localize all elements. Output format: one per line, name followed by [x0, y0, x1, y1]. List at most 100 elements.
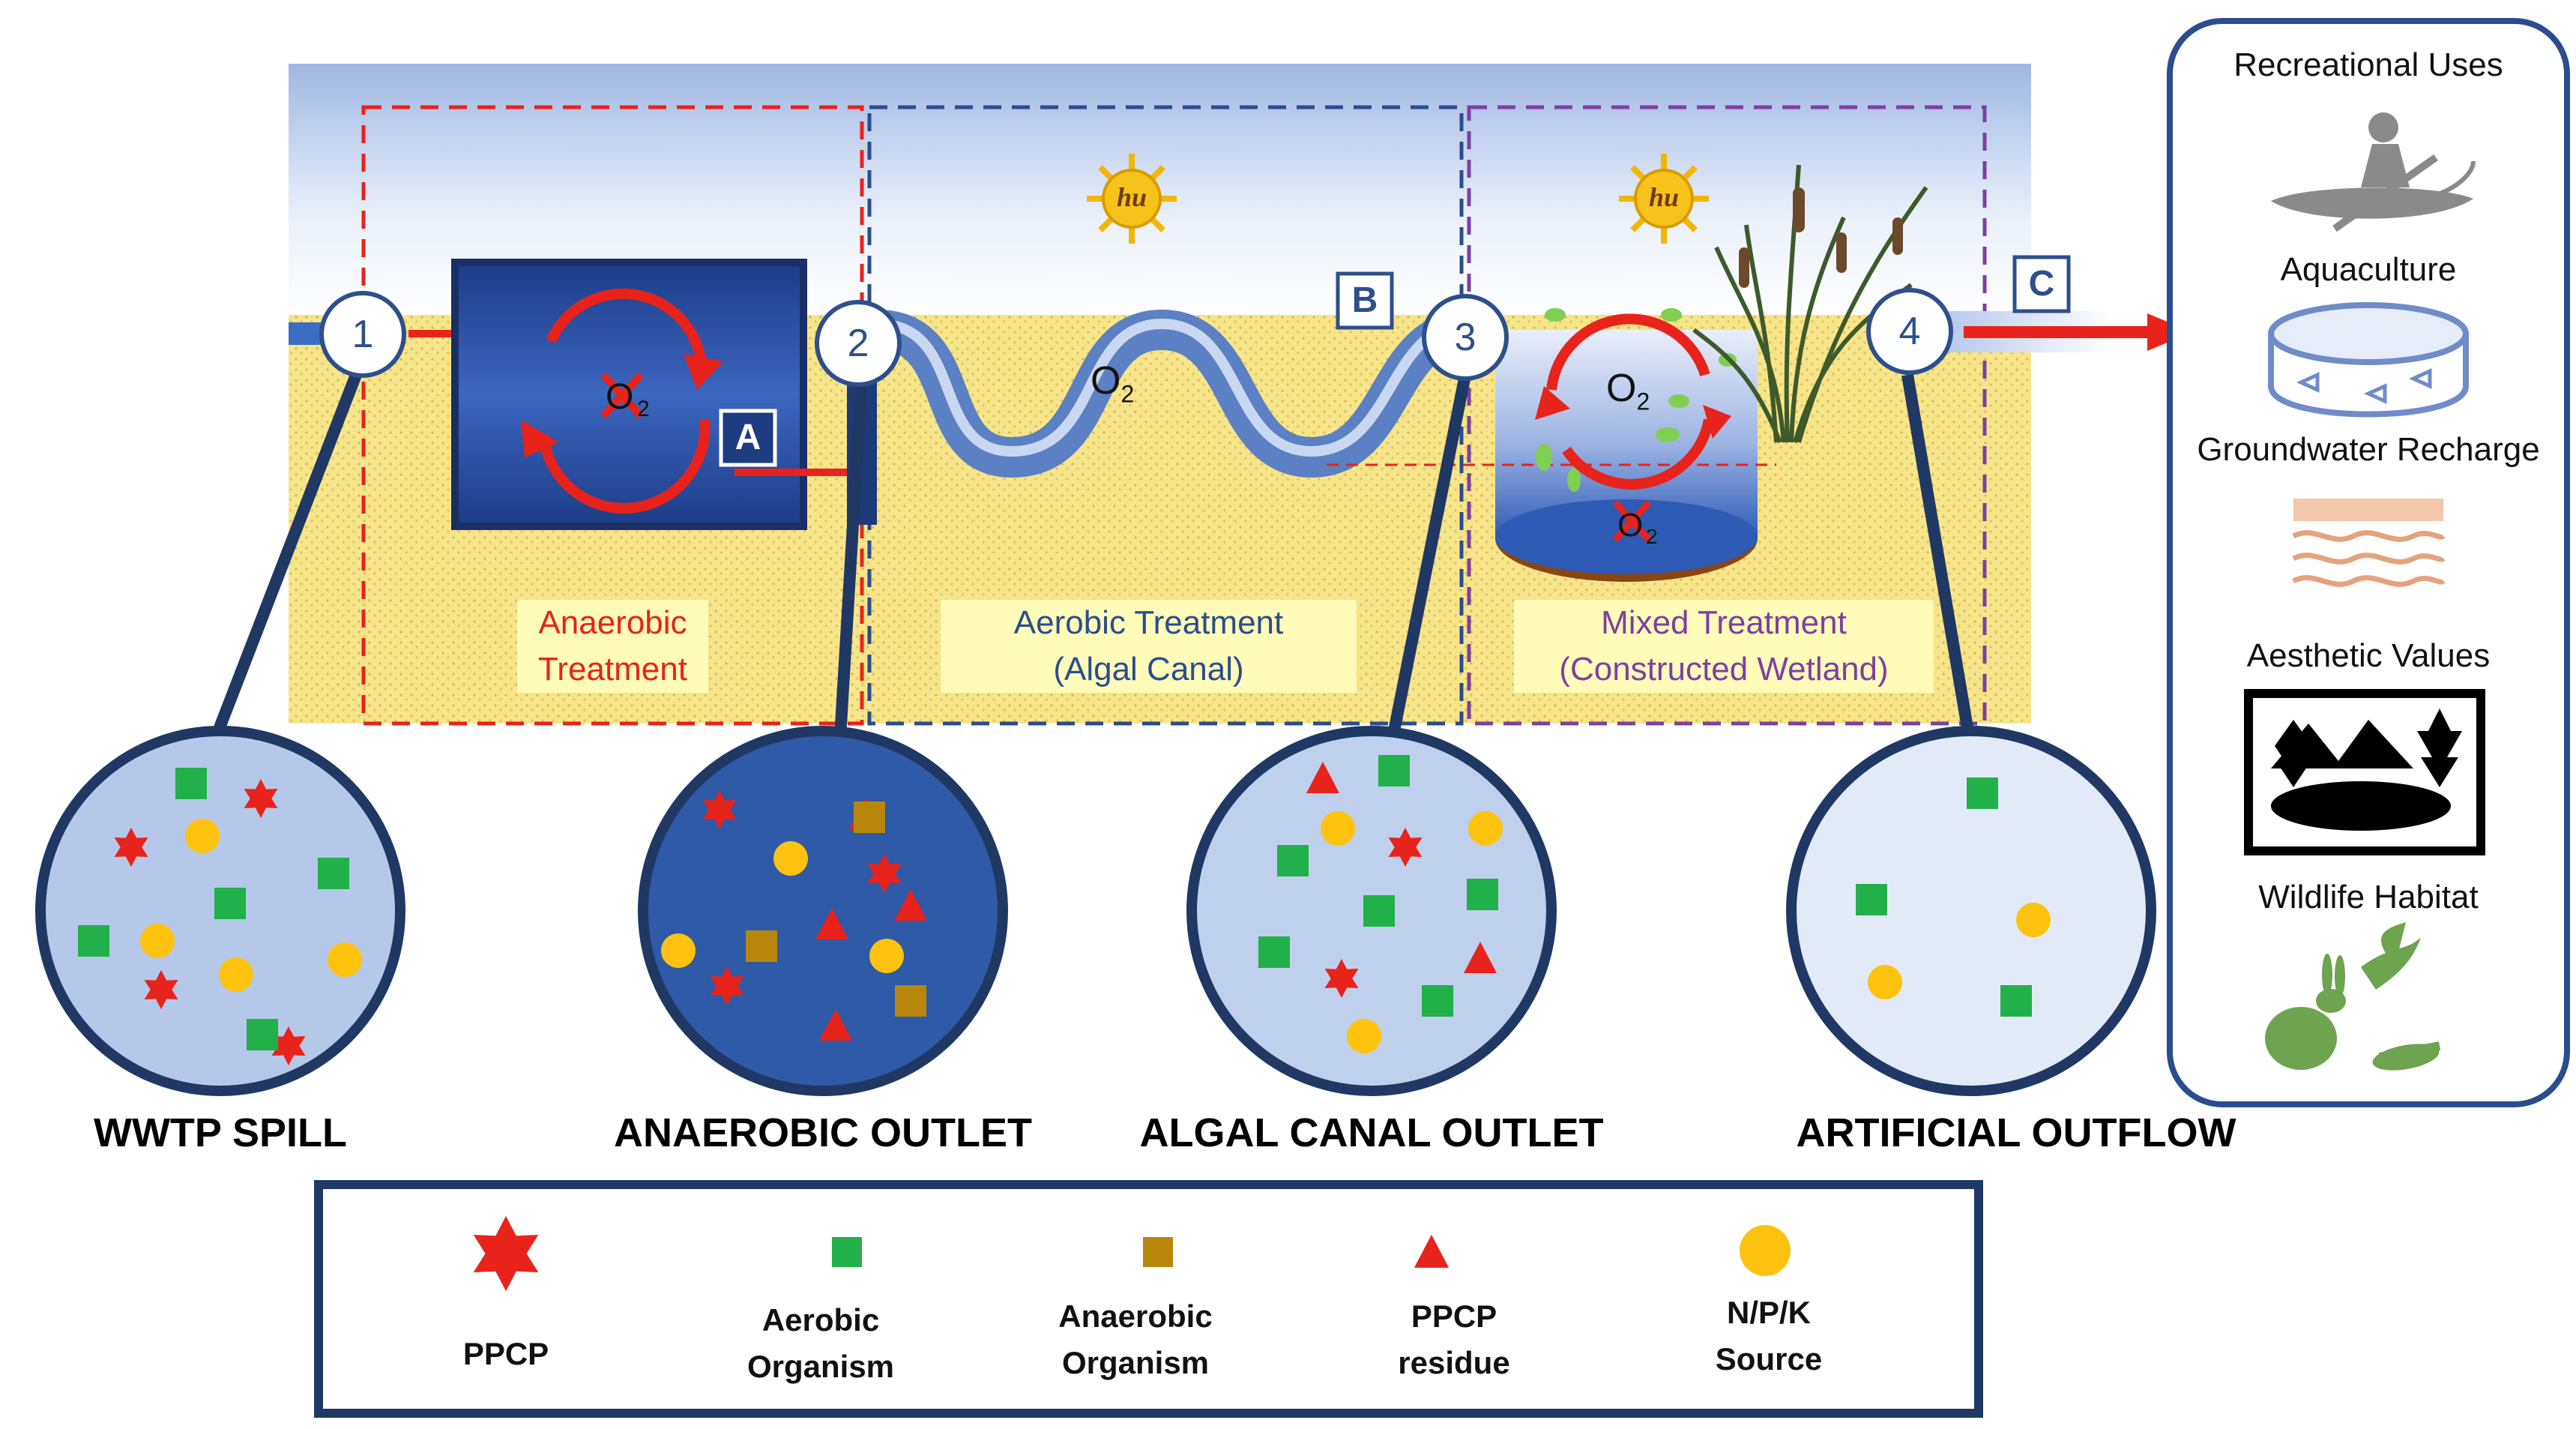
anaerobic-stage-line-2: Treatment	[538, 651, 687, 688]
sun-label-aerobic: hu	[1116, 182, 1147, 212]
legend-aerobic-symbol	[832, 1237, 862, 1267]
sun-core-aerobic	[1102, 169, 1162, 229]
anaerobic-stage-line-1: Anaerobic	[538, 604, 687, 641]
no-oxygen-icon	[600, 372, 644, 419]
ppcp-residue-marker	[1464, 942, 1497, 973]
npk-marker	[2016, 903, 2051, 937]
aerobic-marker	[1363, 895, 1395, 927]
aerobic-marker	[1378, 755, 1410, 786]
wetland-bottom-oxygen-sub: 2	[1646, 525, 1658, 548]
fish-pond-icon	[2268, 302, 2469, 418]
tank-cycle-arrows-icon	[538, 288, 711, 514]
wetland-oxygen-label: O2	[1606, 366, 1650, 415]
anaerobic-stage-label: Anaerobic Treatment	[517, 600, 708, 693]
node-3-label: 3	[1454, 316, 1476, 359]
ppcp-marker	[1388, 828, 1423, 867]
wetland-arrow-head-2	[1703, 405, 1731, 439]
wetland-no-oxygen-icon	[1612, 499, 1652, 543]
ppcp-marker	[710, 966, 744, 1005]
legend-anaerobic-symbol	[1143, 1237, 1173, 1267]
box-b-label: B	[1351, 280, 1378, 320]
legend-label-npk: N/P/K Source	[1715, 1295, 1823, 1377]
aerobic-marker	[318, 858, 349, 889]
npk-marker	[185, 819, 220, 853]
wetland-cycle-arrows-icon	[1546, 313, 1714, 490]
npk-marker	[661, 933, 696, 968]
aerobic-marker	[1277, 845, 1309, 876]
ppcp-residue-marker	[815, 908, 848, 939]
sample-circle-outflow	[1786, 726, 2156, 1096]
wetland-arrow-head-1	[1535, 386, 1570, 420]
npk-marker	[869, 939, 904, 973]
mixed-stage-box	[1467, 105, 1987, 726]
wetland-oxygen-subscript: 2	[1636, 388, 1650, 415]
use-label-groundwater: Groundwater Recharge	[2197, 431, 2540, 468]
use-label-aesthetic: Aesthetic Values	[2246, 637, 2491, 674]
tank-oxygen-sub: 2	[637, 397, 650, 421]
aerobic-marker	[214, 888, 246, 919]
ppcp-marker	[144, 970, 178, 1009]
anaerobic-marker	[854, 801, 885, 833]
sun-core-mixed	[1634, 169, 1694, 229]
tank-arrow-head-1	[684, 354, 723, 390]
box-a	[719, 409, 777, 467]
box-b	[1336, 271, 1394, 330]
node-3	[1422, 294, 1509, 381]
box-c-label: C	[2028, 264, 2055, 304]
recreational-title: Recreational Uses	[2233, 46, 2503, 83]
box-a-label: A	[735, 418, 761, 457]
npk-marker	[1740, 1225, 1791, 1276]
legend-label-anaerobic: Anaerobic Organism	[1058, 1299, 1213, 1380]
ppcp-marker	[867, 854, 902, 893]
aerobic-marker	[1467, 879, 1498, 910]
anaerobic-tank	[451, 259, 807, 530]
magnifier-connectors	[196, 373, 1977, 774]
aerobic-stage-line-1: Aerobic Treatment	[1013, 604, 1284, 641]
wetland-oxygen-symbol: O	[1606, 367, 1637, 410]
outlet-label-outflow: ARTIFICIAL OUTFLOW	[1796, 1110, 2236, 1155]
algal-canal-highlight	[872, 318, 1474, 457]
box-c	[2012, 255, 2071, 313]
anaerobic-marker	[895, 985, 926, 1017]
mixed-stage-label: Mixed Treatment (Constructed Wetland)	[1514, 600, 1934, 693]
npk-marker	[219, 957, 253, 992]
node-2	[815, 300, 902, 387]
legend-box	[314, 1180, 1983, 1418]
aerobic-marker	[175, 768, 207, 799]
aerobic-marker	[78, 925, 109, 957]
ppcp-residue-marker	[819, 1009, 852, 1041]
canal-oxygen-subscript: 2	[1120, 380, 1135, 408]
aerobic-marker	[247, 1019, 278, 1050]
ppcp-marker	[271, 1026, 306, 1065]
ppcp-residue-marker	[1414, 1234, 1450, 1268]
legend-label-ppcp: PPCP	[462, 1336, 549, 1371]
ppcp-marker	[702, 790, 737, 829]
legend-symbols	[473, 1216, 1791, 1291]
aerobic-stage-label: Aerobic Treatment (Algal Canal)	[941, 600, 1357, 693]
ppcp-marker	[1324, 959, 1359, 998]
outlet-label-anaerobic: ANAEROBIC OUTLET	[614, 1110, 1032, 1155]
ppcp-marker	[244, 779, 278, 818]
sun-label-mixed: hu	[1648, 182, 1680, 212]
tank-oxygen-label: O	[606, 377, 633, 417]
kayak-icon	[2271, 112, 2476, 232]
node-4-label: 4	[1898, 310, 1921, 353]
node-2-label: 2	[847, 322, 869, 365]
wildlife-icon	[2265, 922, 2441, 1071]
npk-marker	[773, 841, 808, 876]
node-1-label: 1	[352, 313, 374, 356]
aerobic-marker	[1967, 777, 1998, 809]
node-4	[1866, 288, 1953, 375]
use-label-wildlife: Wildlife Habitat	[2258, 879, 2479, 915]
mixed-stage-line-1: Mixed Treatment	[1601, 604, 1847, 641]
npk-marker	[328, 942, 362, 977]
canal-oxygen-label: O2	[1091, 358, 1134, 408]
npk-marker	[1321, 811, 1355, 846]
cattail-heads	[1739, 187, 1903, 288]
mixed-stage-line-2: (Constructed Wetland)	[1559, 651, 1889, 688]
canal-oxygen-symbol: O	[1091, 359, 1121, 403]
wetland-bottom	[1495, 499, 1758, 574]
soil-layers-icon	[2292, 499, 2446, 587]
npk-marker	[140, 924, 175, 958]
legend-label-residue: PPCP residue	[1398, 1299, 1510, 1380]
